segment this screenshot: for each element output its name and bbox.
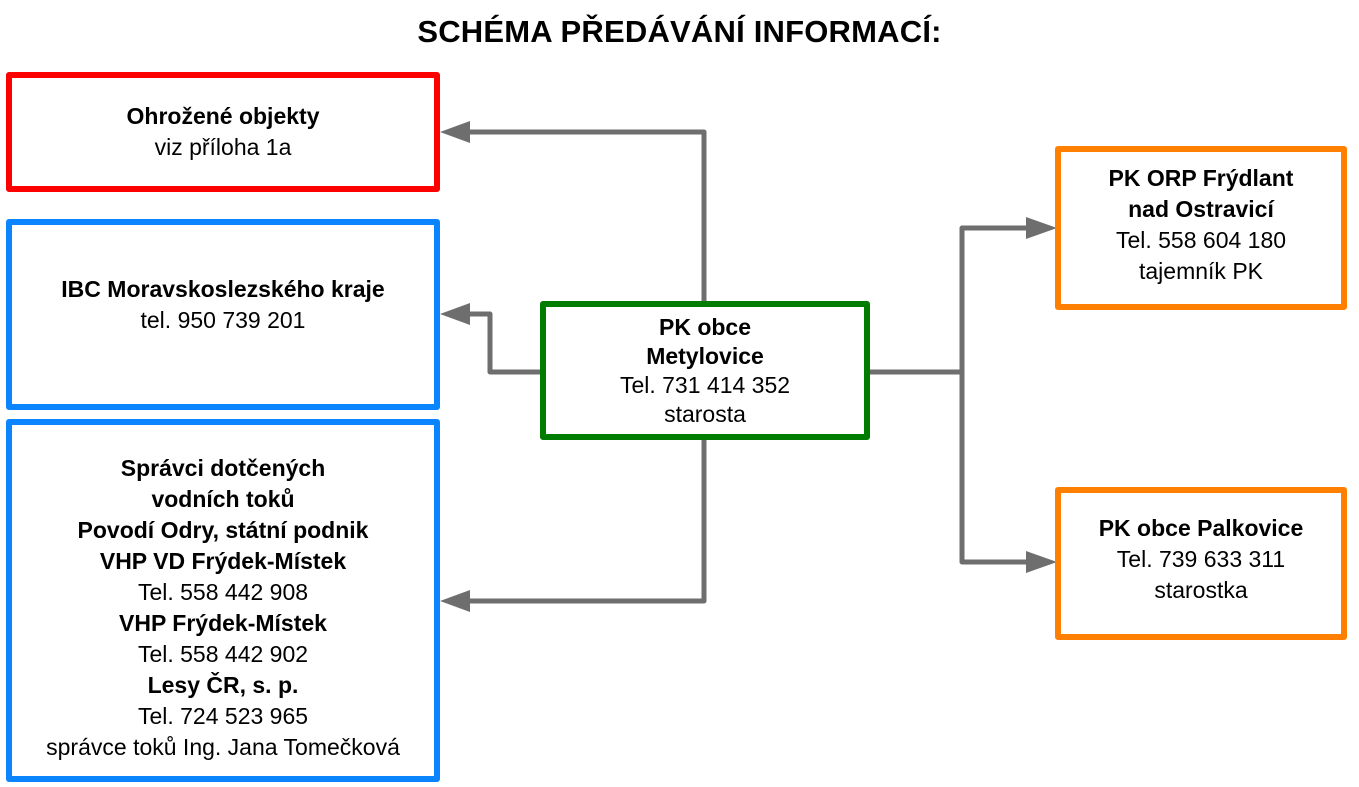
node-threatened-note: viz příloha 1a — [154, 134, 292, 160]
node-water-line: VHP VD Frýdek-Místek — [99, 548, 347, 574]
arrowhead-ibc — [440, 303, 470, 325]
node-palkovice-title: PK obce Palkovice — [1098, 515, 1304, 541]
node-orp-frydlant: PK ORP Frýdlant nad Ostravicí Tel. 558 6… — [1055, 146, 1347, 310]
node-water-line: Lesy ČR, s. p. — [147, 672, 299, 698]
node-water-line: VHP Frýdek-Místek — [119, 610, 327, 636]
node-palkovice: PK obce Palkovice Tel. 739 633 311 staro… — [1055, 487, 1347, 640]
edge-center-to-threatened — [470, 129, 707, 303]
node-water-line: Správci dotčených — [120, 455, 326, 481]
node-water-line: Povodí Odry, státní podnik — [77, 517, 369, 543]
diagram-title: SCHÉMA PŘEDÁVÁNÍ INFORMACÍ: — [417, 14, 942, 49]
edge-right-branch-vertical — [959, 225, 1026, 565]
node-center-phone: Tel. 731 414 352 — [619, 371, 791, 398]
node-threatened-objects: Ohrožené objekty viz příloha 1a — [6, 72, 440, 192]
node-palkovice-phone: Tel. 739 633 311 — [1116, 546, 1286, 572]
node-orp-phone: Tel. 558 604 180 — [1115, 227, 1287, 253]
node-ibc-title: IBC Moravskoslezského kraje — [61, 275, 385, 302]
node-water-phone: Tel. 724 523 965 — [137, 703, 309, 729]
node-ibc-phone: tel. 950 739 201 — [140, 306, 306, 333]
arrowhead-threatened — [440, 121, 470, 143]
arrowhead-palkovice — [1026, 551, 1057, 573]
node-orp-title: nad Ostravicí — [1128, 196, 1274, 222]
edge-center-to-water — [470, 438, 707, 604]
node-orp-role: tajemník PK — [1139, 258, 1263, 284]
node-center-metylovice: PK obce Metylovice Tel. 731 414 352 star… — [540, 301, 870, 440]
arrowhead-orp — [1026, 217, 1057, 239]
node-palkovice-role: starostka — [1154, 577, 1248, 603]
node-center-title: PK obce — [658, 313, 752, 340]
node-water-managers: Správci dotčených vodních toků Povodí Od… — [6, 419, 440, 782]
node-center-role: starosta — [664, 400, 746, 427]
node-water-phone: Tel. 558 442 908 — [137, 579, 309, 605]
node-orp-title: PK ORP Frýdlant — [1108, 165, 1294, 191]
arrowhead-water — [440, 590, 470, 612]
node-ibc: IBC Moravskoslezského kraje tel. 950 739… — [6, 219, 440, 410]
node-water-phone: Tel. 558 442 902 — [137, 641, 309, 667]
node-water-contact: správce toků Ing. Jana Tomečková — [46, 734, 400, 760]
edge-center-to-ibc — [470, 311, 542, 375]
node-center-title: Metylovice — [646, 342, 764, 369]
node-water-line: vodních toků — [151, 486, 295, 512]
node-threatened-title: Ohrožené objekty — [126, 103, 320, 129]
